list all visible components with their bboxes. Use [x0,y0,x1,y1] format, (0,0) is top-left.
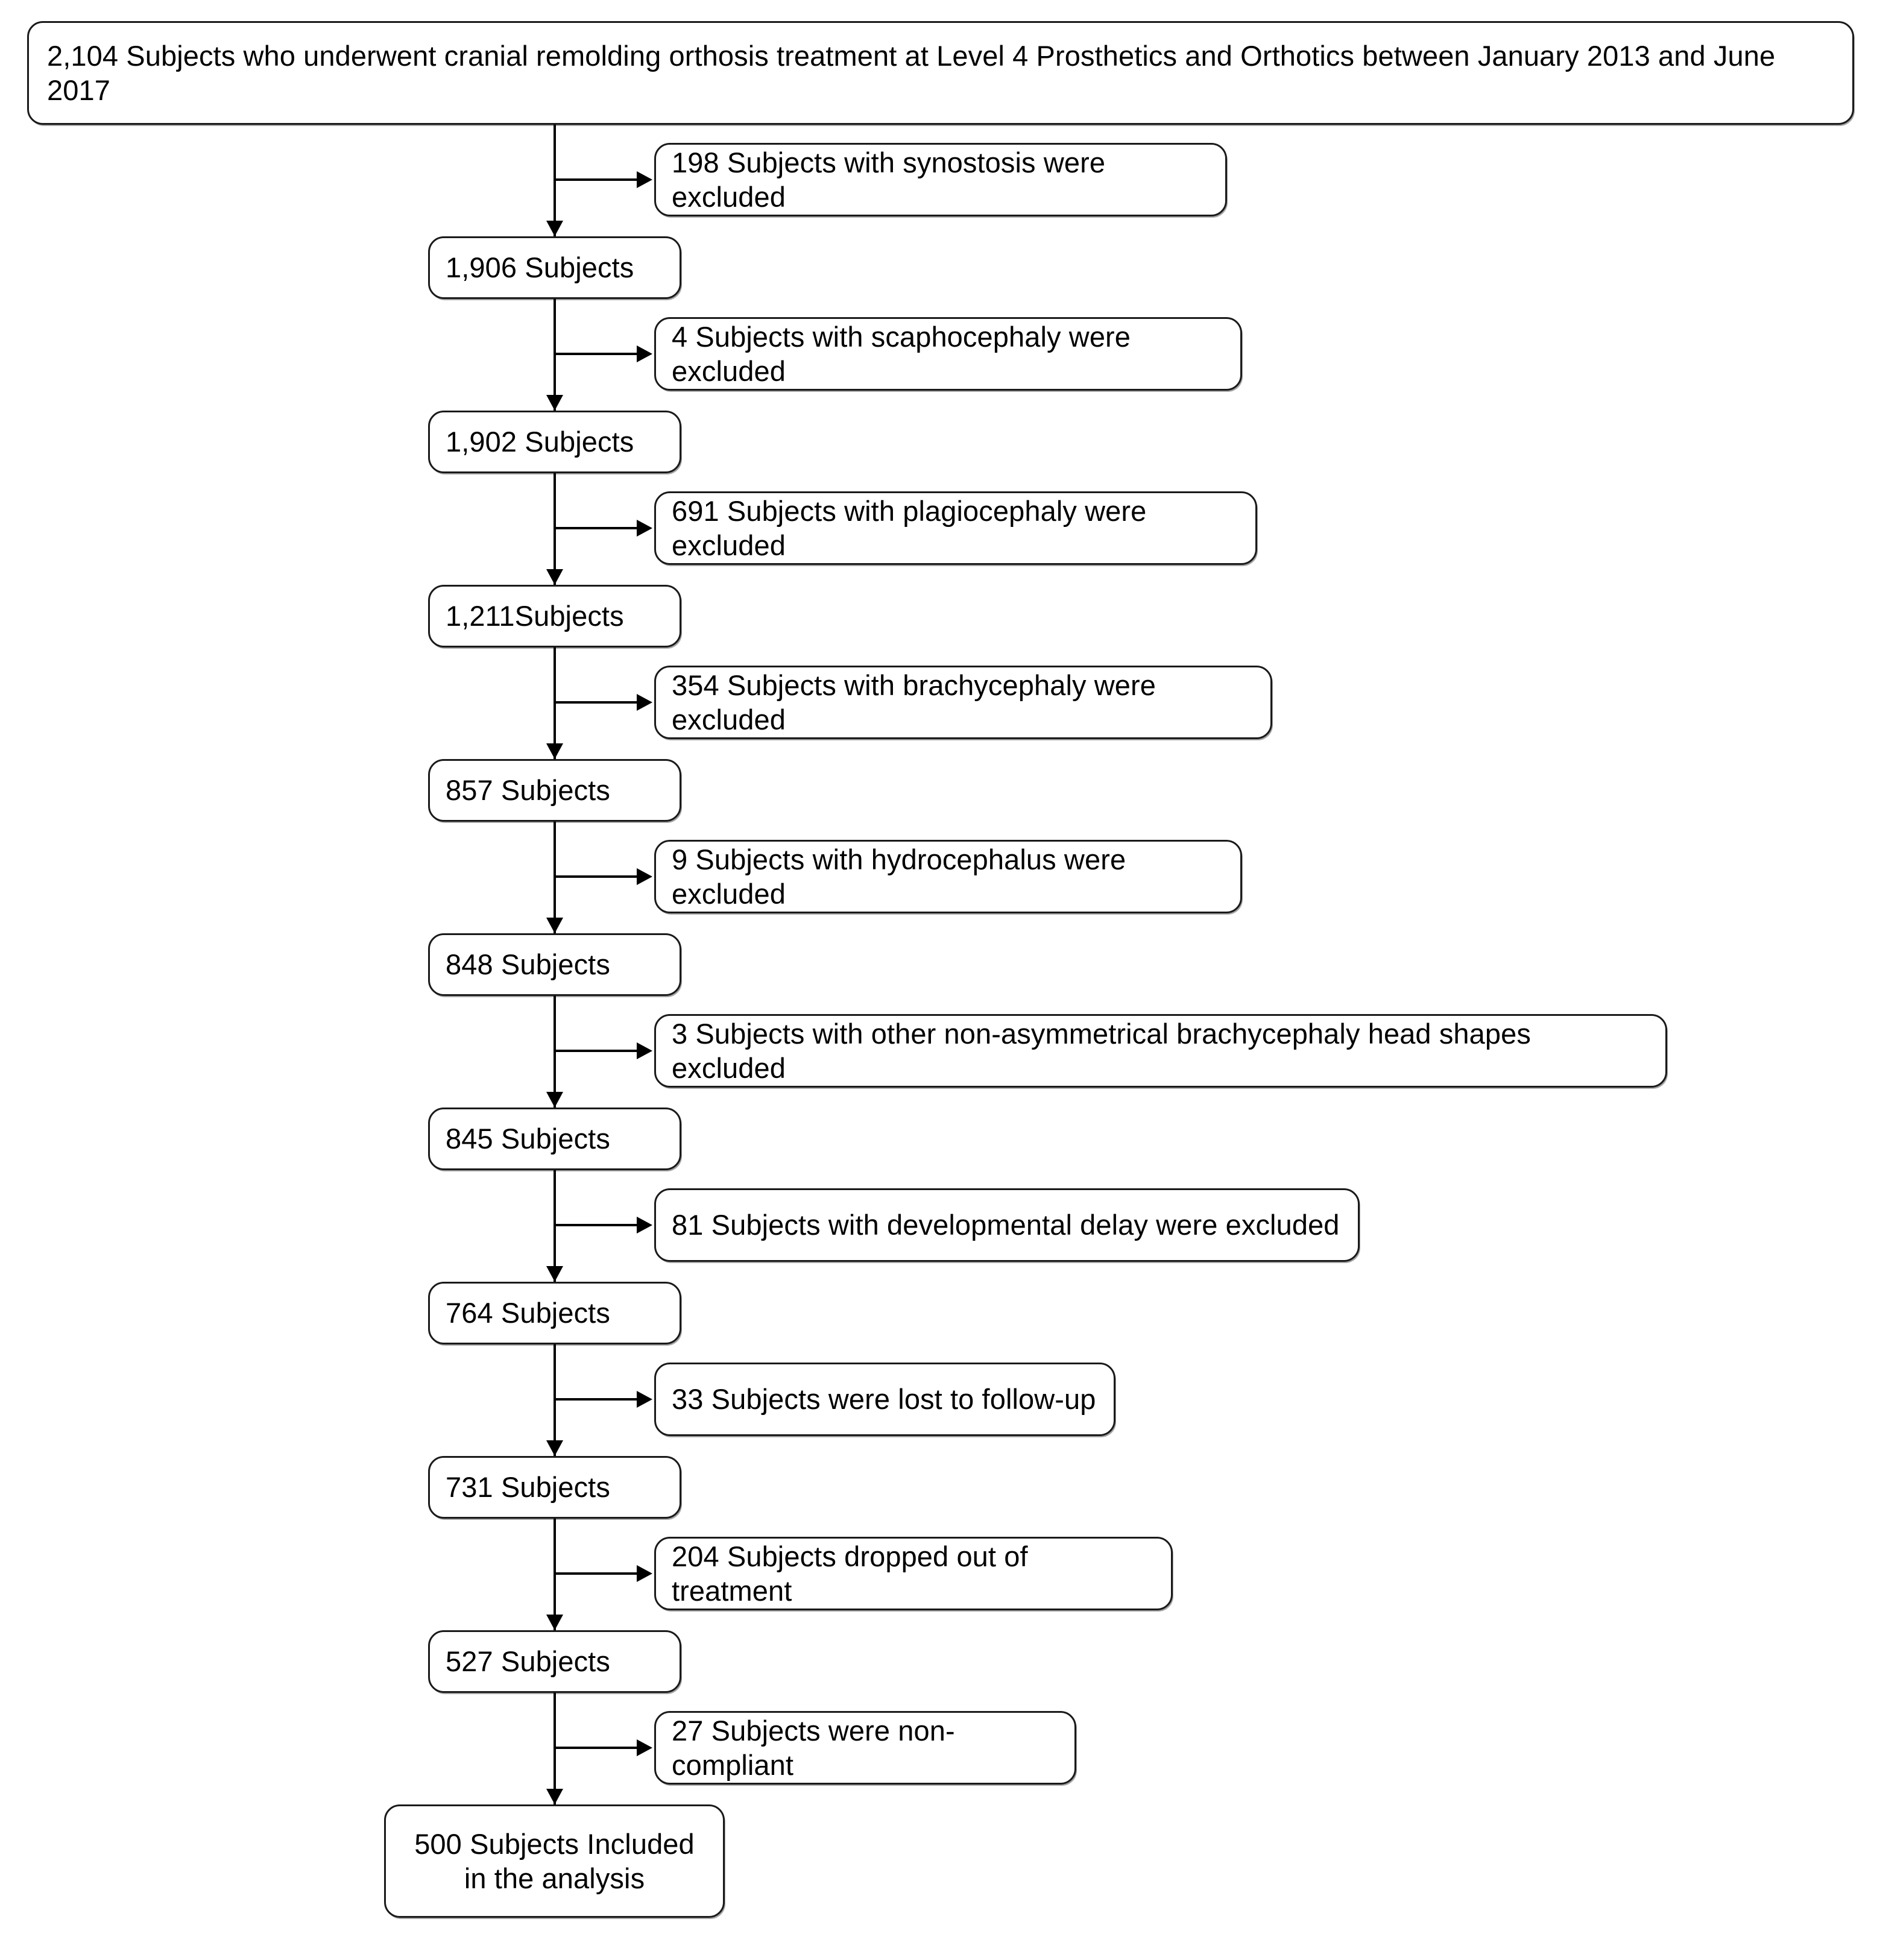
node-remaining-8-label: 731 Subjects [446,1471,610,1504]
node-remaining-7: 764 Subjects [428,1282,681,1344]
connector-trunk-7 [554,1170,556,1282]
arrowhead-down-5 [546,918,563,933]
node-remaining-4-label: 857 Subjects [446,774,610,807]
arrowhead-down-1 [546,221,563,236]
connector-branch-6 [554,1050,638,1052]
arrowhead-right-5 [637,868,652,885]
arrowhead-right-10 [637,1739,652,1756]
arrowhead-right-9 [637,1565,652,1582]
connector-trunk-1 [554,125,556,237]
node-exclusion-9: 204 Subjects dropped out of treatment [654,1537,1173,1610]
connector-branch-4 [554,701,638,704]
connector-branch-10 [554,1747,638,1749]
node-final-included-label: 500 Subjects Included in the analysis [414,1827,695,1894]
node-total-subjects-label: 2,104 Subjects who underwent cranial rem… [47,39,1776,106]
node-remaining-5: 848 Subjects [428,933,681,996]
arrowhead-down-7 [546,1266,563,1282]
node-total-subjects: 2,104 Subjects who underwent cranial rem… [27,21,1854,125]
node-exclusion-2-label: 4 Subjects with scaphocephaly were exclu… [672,320,1131,387]
node-exclusion-1-label: 198 Subjects with synostosis were exclud… [672,146,1106,213]
node-exclusion-9-label: 204 Subjects dropped out of treatment [672,1540,1028,1607]
node-exclusion-5-label: 9 Subjects with hydrocephalus were exclu… [672,843,1126,910]
connector-branch-7 [554,1224,638,1226]
node-remaining-2: 1,902 Subjects [428,411,681,473]
arrowhead-down-3 [546,569,563,585]
node-exclusion-1: 198 Subjects with synostosis were exclud… [654,143,1227,216]
connector-trunk-5 [554,822,556,934]
node-remaining-6: 845 Subjects [428,1108,681,1170]
node-remaining-2-label: 1,902 Subjects [446,426,634,458]
node-exclusion-10-label: 27 Subjects were non-compliant [672,1714,955,1781]
connector-branch-2 [554,353,638,355]
node-exclusion-8-label: 33 Subjects were lost to follow-up [672,1383,1096,1416]
connector-branch-5 [554,875,638,878]
node-remaining-6-label: 845 Subjects [446,1123,610,1155]
node-final-included: 500 Subjects Included in the analysis [384,1804,725,1918]
node-exclusion-2: 4 Subjects with scaphocephaly were exclu… [654,317,1242,391]
arrowhead-down-2 [546,395,563,411]
arrowhead-down-10 [546,1789,563,1804]
connector-trunk-3 [554,473,556,585]
node-remaining-3: 1,211Subjects [428,585,681,648]
node-remaining-9-label: 527 Subjects [446,1645,610,1678]
connector-trunk-8 [554,1344,556,1457]
node-remaining-1: 1,906 Subjects [428,236,681,299]
node-remaining-9: 527 Subjects [428,1630,681,1693]
arrowhead-right-2 [637,345,652,362]
connector-branch-1 [554,178,638,181]
connector-trunk-6 [554,996,556,1108]
arrowhead-right-3 [637,520,652,537]
connector-branch-9 [554,1572,638,1575]
node-exclusion-5: 9 Subjects with hydrocephalus were exclu… [654,840,1242,913]
node-exclusion-3-label: 691 Subjects with plagiocephaly were exc… [672,494,1147,561]
connector-trunk-9 [554,1519,556,1631]
arrowhead-right-7 [637,1217,652,1234]
node-remaining-7-label: 764 Subjects [446,1297,610,1329]
node-remaining-3-label: 1,211Subjects [446,600,624,632]
connector-trunk-10 [554,1693,556,1805]
arrowhead-right-4 [637,694,652,711]
arrowhead-down-9 [546,1615,563,1630]
node-exclusion-8: 33 Subjects were lost to follow-up [654,1363,1115,1436]
connector-trunk-2 [554,299,556,411]
arrowhead-down-4 [546,743,563,759]
node-exclusion-10: 27 Subjects were non-compliant [654,1711,1076,1785]
node-exclusion-3: 691 Subjects with plagiocephaly were exc… [654,491,1257,565]
node-remaining-8: 731 Subjects [428,1456,681,1519]
node-remaining-5-label: 848 Subjects [446,948,610,981]
node-exclusion-6: 3 Subjects with other non-asymmetrical b… [654,1014,1667,1088]
arrowhead-right-8 [637,1391,652,1408]
node-exclusion-7: 81 Subjects with developmental delay wer… [654,1188,1360,1262]
node-exclusion-4: 354 Subjects with brachycephaly were exc… [654,666,1272,739]
connector-branch-3 [554,527,638,529]
arrowhead-down-6 [546,1092,563,1108]
node-remaining-1-label: 1,906 Subjects [446,251,634,284]
node-exclusion-6-label: 3 Subjects with other non-asymmetrical b… [672,1017,1531,1084]
arrowhead-right-6 [637,1042,652,1059]
arrowhead-down-8 [546,1440,563,1456]
node-exclusion-4-label: 354 Subjects with brachycephaly were exc… [672,669,1156,736]
connector-branch-8 [554,1398,638,1401]
arrowhead-right-1 [637,171,652,188]
connector-trunk-4 [554,648,556,760]
node-exclusion-7-label: 81 Subjects with developmental delay wer… [672,1209,1340,1241]
node-remaining-4: 857 Subjects [428,759,681,822]
